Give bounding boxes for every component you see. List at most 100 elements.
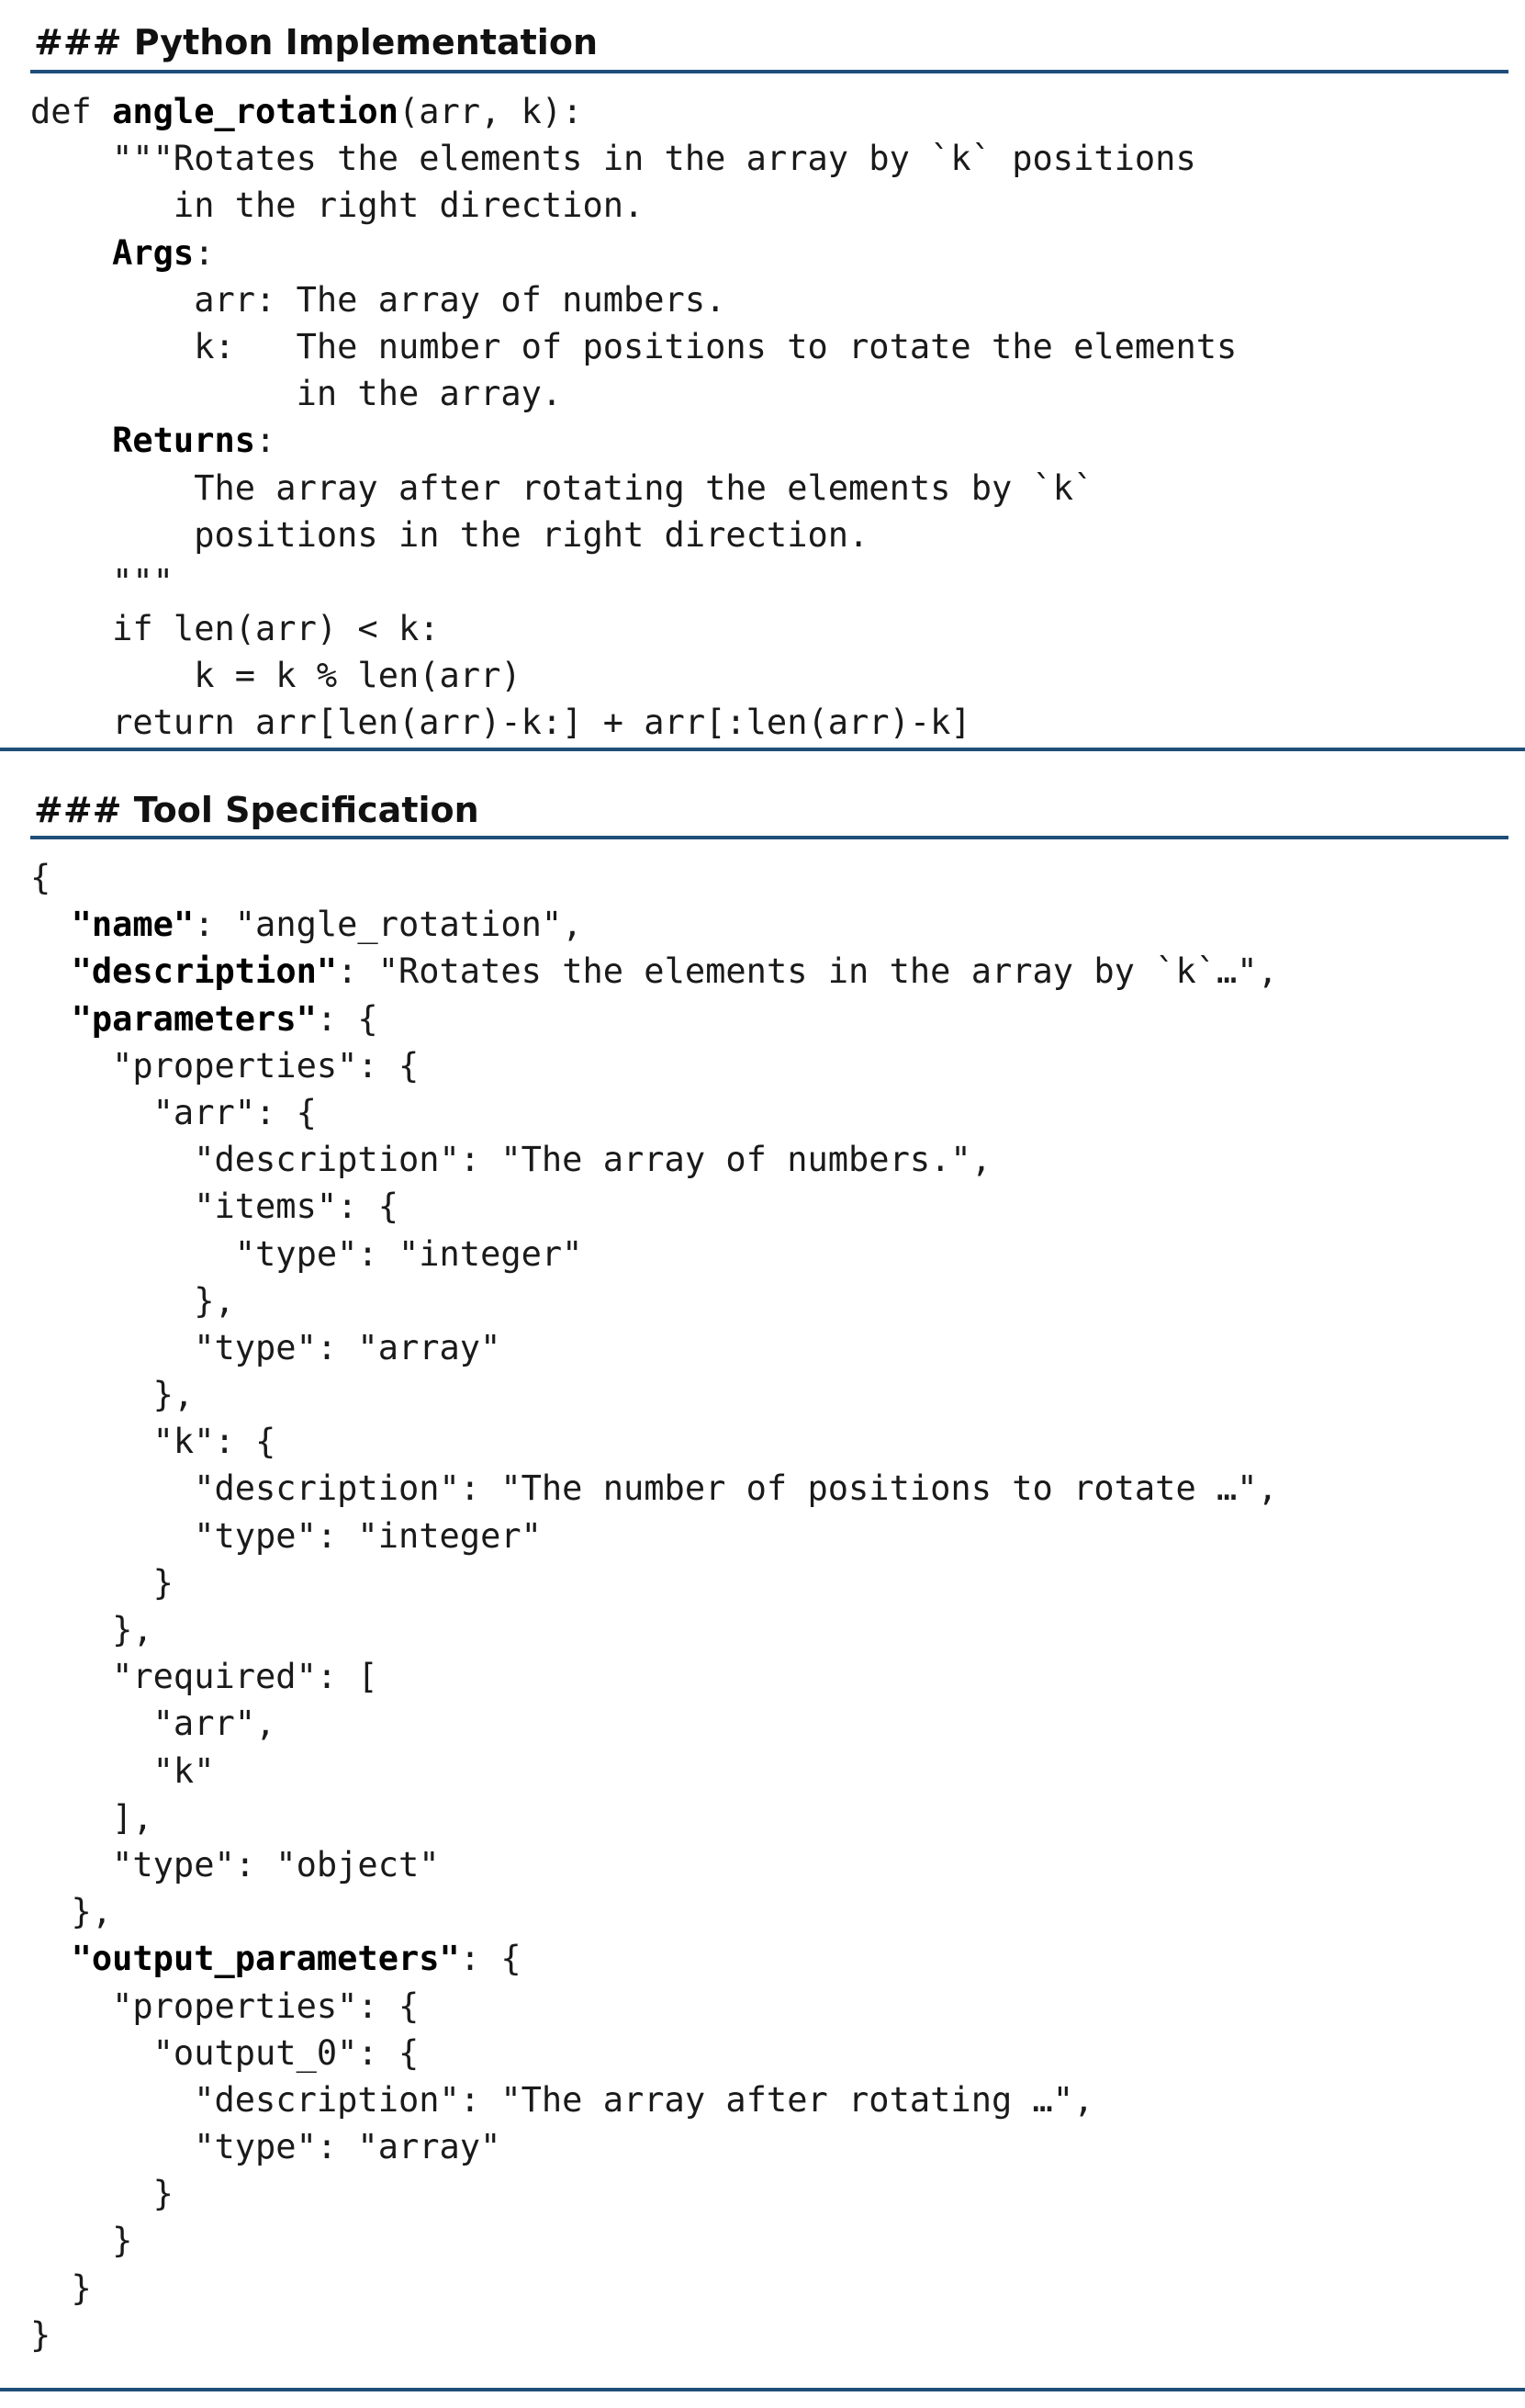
section-divider-rule [0,748,1525,751]
code-line: "type": "array" [30,1324,1278,1371]
code-line: "description": "The number of positions … [30,1465,1278,1512]
code-line: "description": "Rotates the elements in … [30,948,1278,995]
code-line: } [30,1559,1278,1606]
code-text: (arr, k): [398,92,583,131]
code-line: "k": { [30,1418,1278,1465]
code-text: } [30,2221,133,2261]
code-line: "properties": { [30,1042,1278,1089]
code-text: def [30,92,113,131]
code-text: ], [30,1797,153,1838]
code-line: }, [30,1277,1278,1324]
code-line: positions in the right direction. [30,512,1237,558]
code-line: "output_0": { [30,2030,1278,2076]
bottom-rule [0,2388,1525,2391]
code-line: "arr", [30,1700,1278,1747]
code-line: k: The number of positions to rotate the… [30,323,1237,370]
code-text: : "angle_rotation", [194,905,583,945]
code-text: "properties": { [30,1986,420,2026]
code-line: in the array. [30,370,1237,417]
code-text: arr: The array of numbers. [30,279,726,320]
code-text: in the right direction. [30,186,645,226]
code-line: The array after rotating the elements by… [30,465,1237,512]
code-line: def angle_rotation(arr, k): [30,88,1237,135]
code-text: } [30,1562,174,1603]
code-text: k = k % len(arr) [30,656,521,696]
code-text: } [30,2174,174,2214]
code-line: } [30,2217,1278,2264]
code-text: }, [30,1892,113,1932]
tool-spec-json-block: { "name": "angle_rotation", "description… [30,854,1278,2358]
code-text [30,233,112,273]
code-text: return arr[len(arr)-k:] + arr[:len(arr)-… [30,703,971,743]
code-text: "type": "integer" [30,1233,583,1274]
code-keyword: angle_rotation [112,92,398,131]
code-text: }, [30,1375,195,1415]
code-text: """Rotates the elements in the array by … [30,139,1196,179]
code-text: : "Rotates the elements in the array by … [337,951,1278,992]
code-line: "description": "The array after rotating… [30,2076,1278,2123]
section-header-rule [30,70,1508,73]
code-keyword: Returns [112,421,256,461]
code-line: "parameters": { [30,996,1278,1042]
code-keyword: "description" [71,951,338,992]
code-text: { [30,858,51,897]
code-text: } [30,2314,51,2355]
code-line: }, [30,1888,1278,1935]
code-line: in the right direction. [30,182,1237,229]
code-text: "arr": { [30,1092,317,1132]
section-title: ### Tool Specification [34,790,479,830]
code-text: "description": "The array after rotating… [30,2079,1094,2120]
code-line: k = k % len(arr) [30,652,1237,699]
code-line: { [30,854,1278,901]
code-text: "type": "object" [30,1844,440,1885]
code-line: """Rotates the elements in the array by … [30,135,1237,182]
code-line: "k" [30,1748,1278,1795]
code-line: } [30,2312,1278,2358]
code-line: "properties": { [30,1983,1278,2030]
code-text: in the array. [30,374,563,414]
code-text: The array after rotating the elements by… [30,467,1094,508]
code-text: : { [316,998,378,1039]
code-line: }, [30,1606,1278,1653]
code-text: "items": { [30,1187,398,1227]
code-text: "type": "array" [30,2127,501,2167]
code-line: ], [30,1795,1278,1841]
code-line: } [30,2265,1278,2312]
code-text [30,905,72,944]
code-line: "arr": { [30,1089,1278,1136]
code-line: if len(arr) < k: [30,605,1237,652]
section-header-rule [30,836,1508,839]
code-line: }, [30,1371,1278,1418]
code-line: } [30,2170,1278,2217]
code-text: }, [30,1610,153,1649]
code-line: Args: [30,230,1237,276]
code-keyword: "output_parameters" [71,1939,460,1979]
code-line: return arr[len(arr)-k:] + arr[:len(arr)-… [30,699,1237,746]
code-text: "k" [30,1750,215,1791]
code-text: : { [459,1939,521,1979]
code-text: "type": "integer" [30,1515,542,1556]
tool-specification-section: ### Tool Specification { "name": "angle_… [30,788,1508,2386]
code-text: """ [30,561,174,602]
code-line: "type": "object" [30,1841,1278,1888]
code-text: "properties": { [30,1045,420,1086]
code-line: "required": [ [30,1653,1278,1700]
code-line: "output_parameters": { [30,1935,1278,1982]
code-line: "description": "The array of numbers.", [30,1136,1278,1183]
code-text: "description": "The number of positions … [30,1468,1278,1509]
code-line: """ [30,558,1237,605]
code-text: : [255,421,276,461]
code-line: "items": { [30,1183,1278,1230]
code-keyword: "parameters" [71,998,317,1039]
code-text: "description": "The array of numbers.", [30,1140,992,1180]
python-implementation-section: ### Python Implementation def angle_rota… [30,20,1508,746]
code-text: }, [30,1280,235,1321]
code-line: "type": "array" [30,2123,1278,2170]
code-text: positions in the right direction. [30,514,869,555]
section-title: ### Python Implementation [34,22,598,62]
code-text: "type": "array" [30,1327,501,1367]
code-line: arr: The array of numbers. [30,276,1237,323]
code-line: "type": "integer" [30,1231,1278,1277]
code-line: "name": "angle_rotation", [30,901,1278,948]
